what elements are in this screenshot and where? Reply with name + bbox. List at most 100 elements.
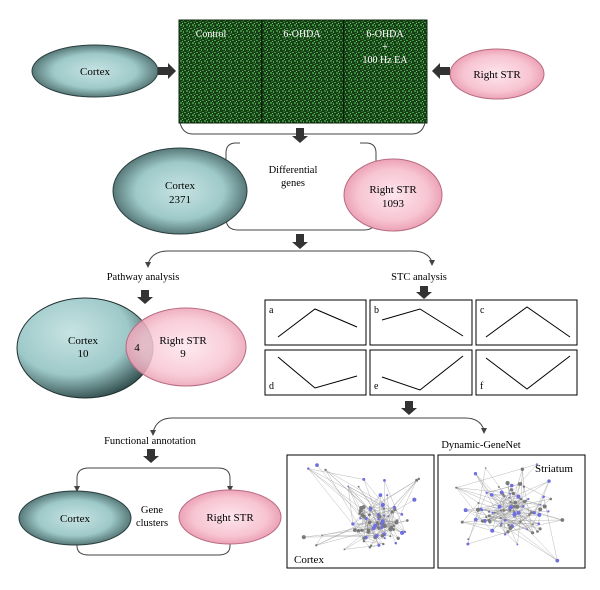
stc-profile-d: d (264, 349, 367, 396)
network-node (531, 523, 534, 526)
network-edge (456, 487, 479, 504)
network-node (516, 494, 521, 499)
functional-loop-bottom (76, 541, 231, 556)
network-edge (467, 524, 533, 545)
genenet-cortex-label: Cortex (294, 554, 324, 566)
network-edge (370, 508, 403, 533)
network-node (560, 518, 565, 522)
network-node (488, 520, 492, 524)
network-node (362, 536, 366, 540)
network-edge (456, 487, 563, 521)
stc-profile-f: f (475, 349, 578, 396)
network-edge (308, 468, 364, 480)
network-node (460, 520, 464, 524)
panel-label-6ohda: 6-OHDA (283, 29, 321, 40)
network-edge (482, 510, 515, 522)
network-node (526, 528, 529, 530)
network-node (382, 523, 387, 529)
network-edge (492, 494, 504, 531)
network-node (538, 507, 543, 512)
gene-clusters-line2: clusters (136, 518, 168, 529)
network-edge (500, 517, 558, 561)
network-node (542, 495, 545, 499)
network-edge (529, 514, 533, 533)
cortex-count-differential: 2371 (169, 194, 191, 206)
network-node (503, 533, 507, 536)
network-node (513, 500, 517, 505)
network-node (390, 510, 394, 514)
network-node (377, 526, 381, 530)
network-node (400, 530, 405, 535)
network-node (473, 472, 478, 476)
cortex-label-pathway: Cortex (68, 335, 98, 347)
network-node (352, 528, 357, 533)
stc-title: STC analysis (391, 272, 447, 283)
network-node (377, 516, 379, 518)
branch-tip-left-icon (145, 262, 151, 268)
network-edge (381, 480, 417, 528)
network-node (539, 503, 542, 506)
network-node (383, 514, 386, 517)
arrow-down-icon-2 (292, 234, 308, 249)
network-node (509, 492, 512, 495)
network-node (477, 501, 480, 505)
network-node (513, 510, 516, 513)
network-node (361, 529, 364, 532)
network-edge (500, 510, 511, 519)
network-node (532, 511, 536, 515)
network-edge (507, 519, 563, 533)
branch-tip-right-icon (429, 260, 435, 266)
network-edge (486, 483, 521, 493)
network-edge (352, 504, 383, 525)
network-node (487, 514, 491, 518)
network-edge (347, 485, 393, 513)
panel-label-control: Control (196, 29, 227, 40)
network-node (493, 511, 496, 514)
network-node (382, 507, 386, 510)
network-edge (376, 520, 398, 537)
network-edge (456, 487, 483, 522)
network-node (491, 511, 494, 514)
genenet-title: Dynamic-GeneNet (441, 440, 520, 451)
network-node (503, 518, 507, 522)
network-edge (363, 540, 384, 545)
network-node (382, 542, 385, 546)
network-node (508, 496, 510, 499)
network-node (386, 494, 389, 497)
cortex-label-differential: Cortex (165, 180, 195, 192)
network-edge (514, 498, 522, 507)
stc-label-f: f (480, 381, 484, 392)
network-node (367, 520, 372, 525)
network-edge (363, 518, 367, 539)
network-edge (475, 473, 492, 495)
network-node (555, 558, 560, 563)
network-node (383, 537, 386, 540)
network-node (489, 492, 494, 497)
overlap-count-pathway: 4 (134, 342, 140, 354)
network-node (519, 497, 523, 501)
network-node (362, 539, 366, 543)
network-edge (489, 515, 518, 545)
network-node (536, 463, 539, 466)
network-node (522, 504, 525, 508)
network-node (377, 543, 381, 547)
network-node (324, 468, 327, 472)
network-node (380, 502, 385, 507)
network-edge (489, 510, 511, 523)
right-str-ellipse-differential (343, 158, 443, 232)
network-edge (482, 504, 541, 522)
network-edge (532, 524, 538, 532)
network-edge (534, 481, 550, 513)
network-node (506, 530, 510, 534)
branch-lines-2 (152, 417, 485, 433)
network-edge (500, 481, 550, 511)
loop-tip-right-icon (227, 486, 233, 492)
network-node (502, 508, 505, 512)
network-edge (380, 495, 393, 513)
network-edge (520, 512, 535, 522)
network-node (507, 523, 510, 527)
network-node (499, 516, 502, 520)
network-node (473, 517, 478, 522)
network-node (512, 504, 516, 508)
